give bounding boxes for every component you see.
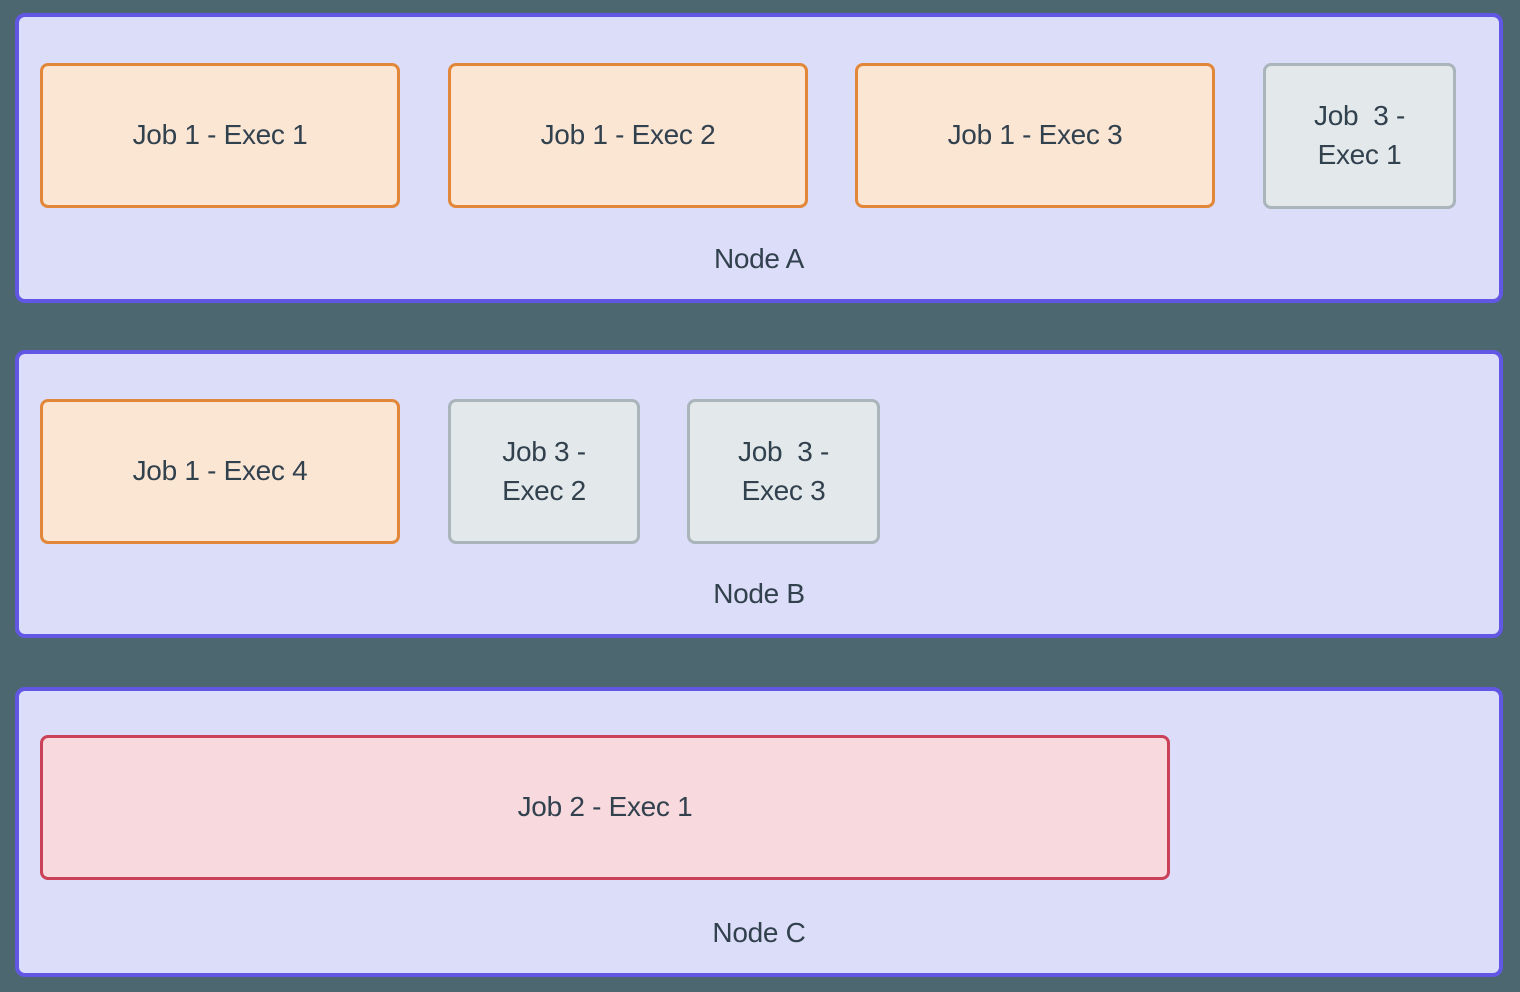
node-b-label: Node B bbox=[713, 578, 805, 609]
job3-exec1-label: Job 3 - Exec 1 bbox=[1314, 100, 1405, 170]
job3-exec2-label: Job 3 - Exec 2 bbox=[502, 435, 586, 506]
job1-exec2-label: Job 1 - Exec 2 bbox=[540, 119, 716, 151]
job1-exec2-box: Job 1 - Exec 2 bbox=[448, 63, 808, 208]
job1-exec3-label: Job 1 - Exec 3 bbox=[947, 119, 1123, 151]
job1-exec1-label: Job 1 - Exec 1 bbox=[132, 119, 308, 151]
node-a: Job 1 - Exec 1 Job 1 - Exec 2 Job 1 - Ex… bbox=[15, 13, 1503, 303]
job2-exec1-box: Job 2 - Exec 1 bbox=[40, 735, 1170, 880]
node-c: Job 2 - Exec 1 Node C bbox=[15, 687, 1503, 977]
job1-exec4-label: Job 1 - Exec 4 bbox=[132, 455, 308, 487]
job2-exec1-label: Job 2 - Exec 1 bbox=[517, 791, 693, 823]
job3-exec1-box: Job 3 - Exec 1 bbox=[1263, 63, 1456, 209]
node-c-label: Node C bbox=[712, 917, 806, 948]
job3-exec3-box: Job 3 - Exec 3 bbox=[687, 399, 880, 544]
node-b: Job 1 - Exec 4 Job 3 - Exec 2 Job 3 - Ex… bbox=[15, 350, 1503, 638]
job1-exec3-box: Job 1 - Exec 3 bbox=[855, 63, 1215, 208]
job1-exec4-box: Job 1 - Exec 4 bbox=[40, 399, 400, 544]
node-a-label: Node A bbox=[713, 243, 805, 274]
job3-exec2-box: Job 3 - Exec 2 bbox=[448, 399, 640, 544]
job1-exec1-box: Job 1 - Exec 1 bbox=[40, 63, 400, 208]
job3-exec3-label: Job 3 - Exec 3 bbox=[738, 435, 829, 506]
